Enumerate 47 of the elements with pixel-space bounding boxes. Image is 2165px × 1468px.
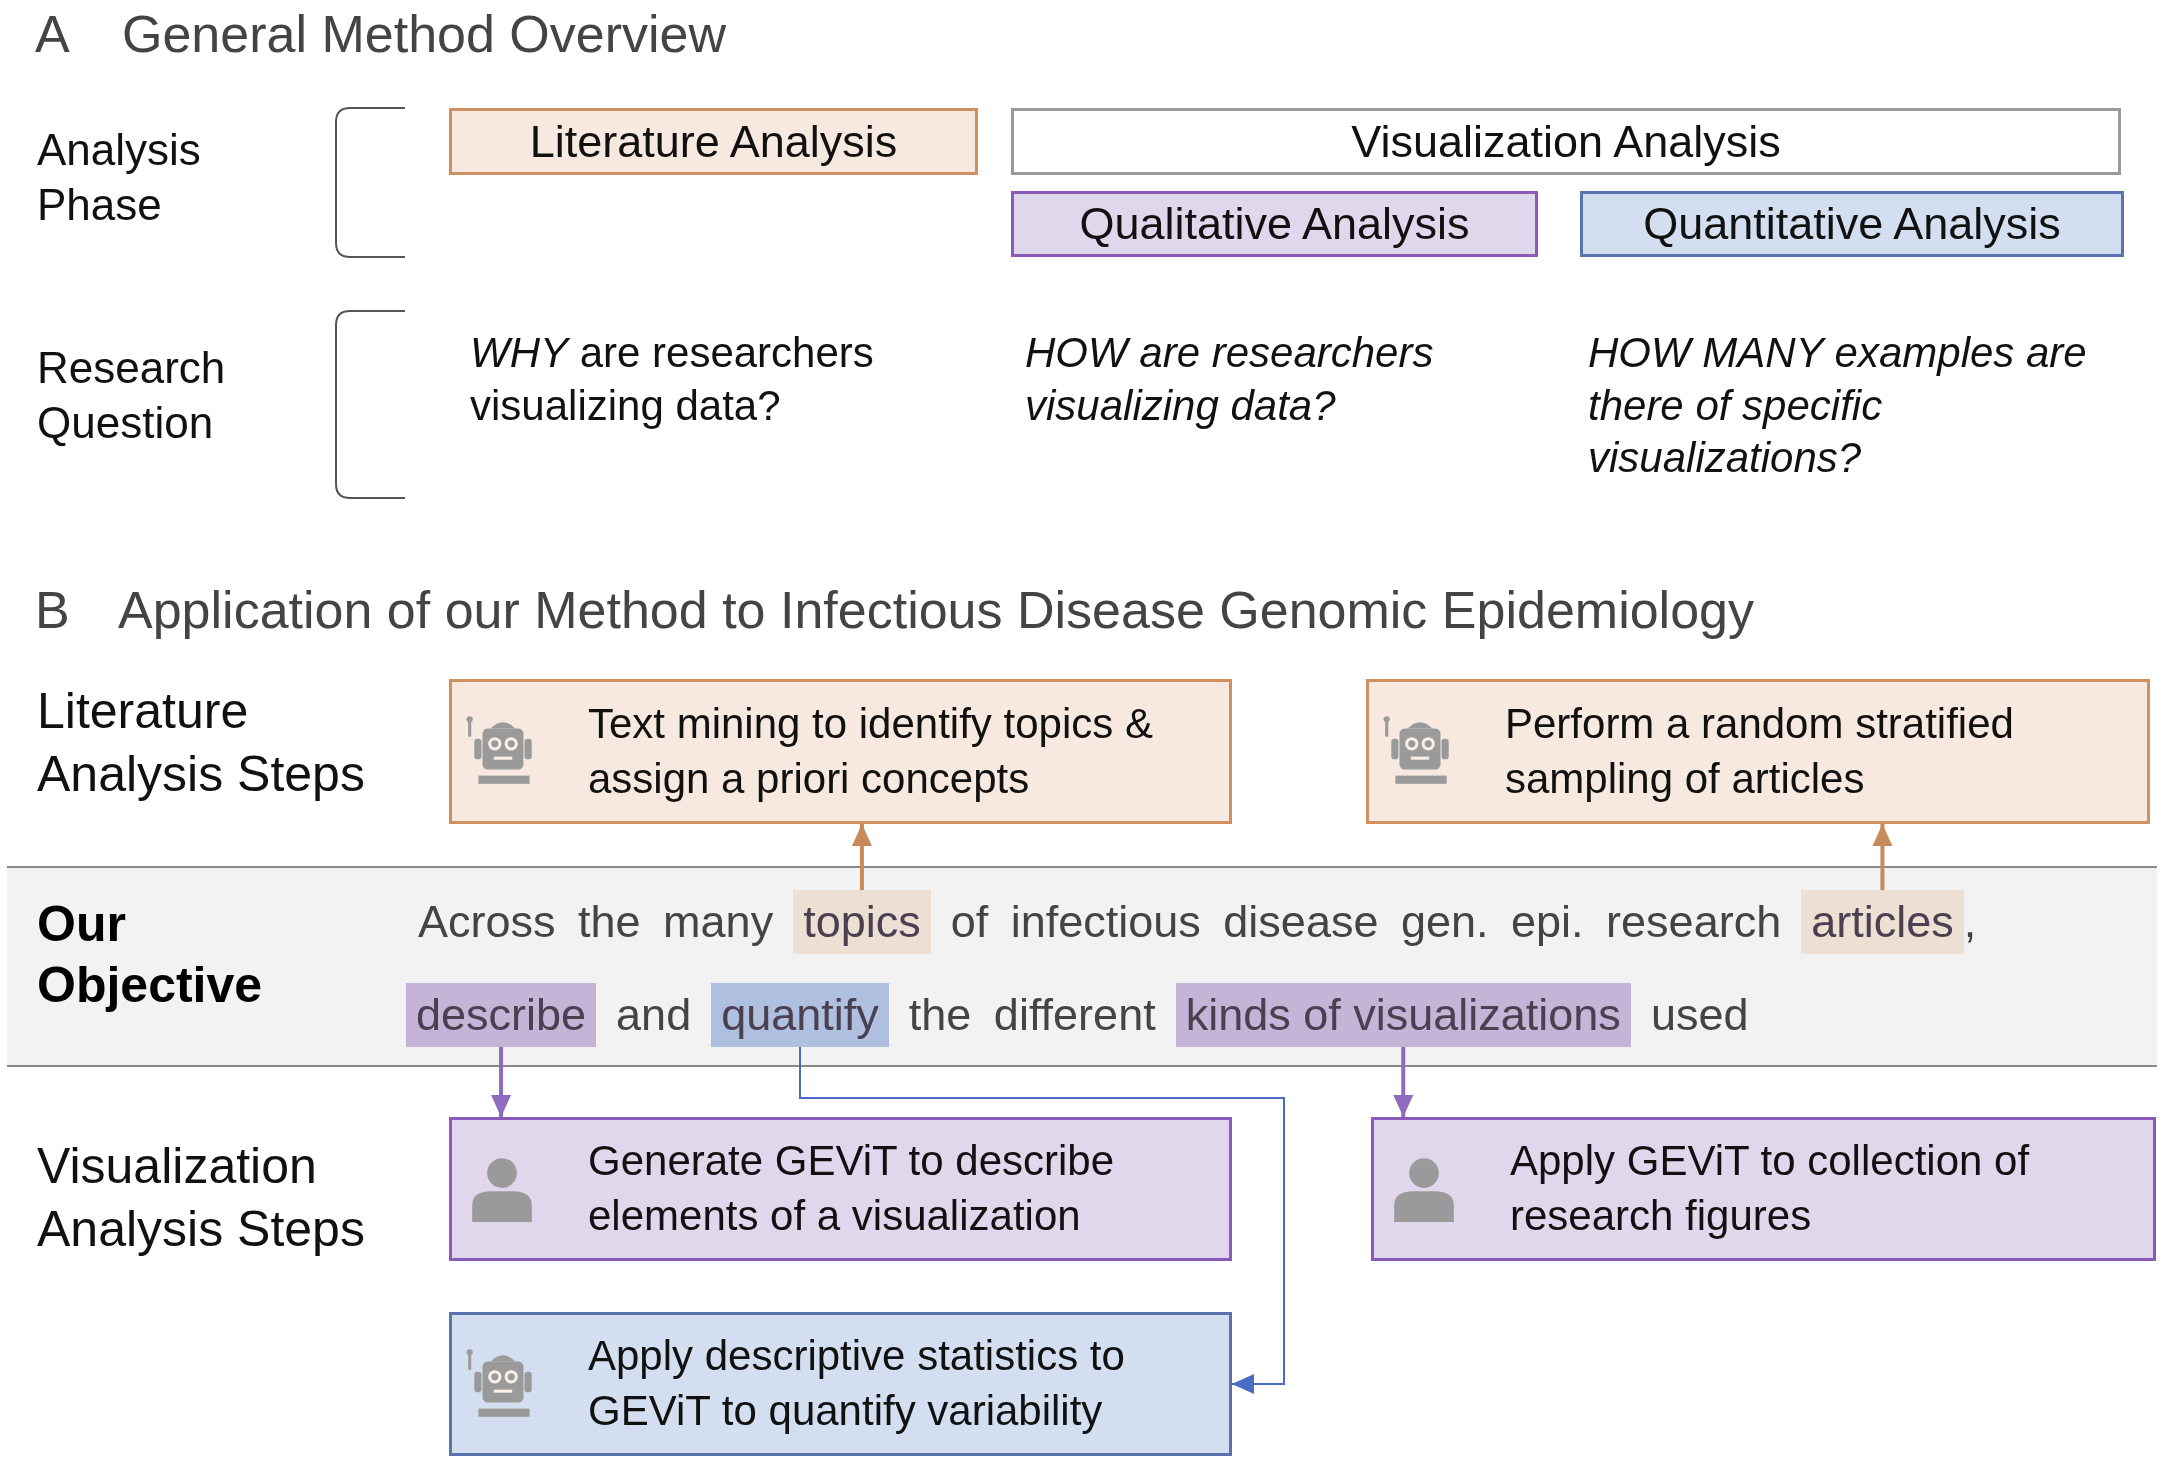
row-label: Research Question bbox=[37, 342, 227, 449]
highlighted-word: describe bbox=[406, 983, 597, 1047]
objective-text: and bbox=[616, 989, 692, 1041]
row-label: Visualization Analysis Steps bbox=[37, 1137, 366, 1259]
section-heading: General Method Overview bbox=[122, 4, 728, 65]
highlighted-word: topics bbox=[793, 890, 931, 954]
step-text: Apply GEViT to collection of research figures bbox=[1510, 1136, 2031, 1241]
arrow bbox=[491, 1047, 512, 1117]
step-box bbox=[1366, 679, 2150, 824]
objective-band bbox=[7, 866, 2157, 1067]
arrow bbox=[1393, 1047, 1414, 1117]
step-box bbox=[1371, 1117, 2156, 1261]
step-text: Perform a random stratified sampling of articles bbox=[1505, 698, 2015, 804]
section-heading: A bbox=[35, 4, 71, 65]
research-question: HOW are researchers visualizing data? bbox=[1025, 328, 1435, 431]
arrow bbox=[851, 824, 872, 890]
box-label: Qualitative Analysis bbox=[1079, 198, 1470, 250]
arrow bbox=[799, 1046, 1285, 1394]
highlighted-word: quantify bbox=[711, 983, 889, 1047]
box-label: Literature Analysis bbox=[529, 115, 898, 168]
phase-box bbox=[449, 108, 978, 175]
step-box bbox=[449, 1117, 1232, 1261]
objective-text: Across the many bbox=[418, 896, 774, 948]
step-box bbox=[449, 1312, 1232, 1456]
step-box bbox=[449, 679, 1232, 824]
section-label: Our Objective bbox=[37, 895, 264, 1015]
highlighted-word: articles bbox=[1801, 890, 1964, 954]
box-label: Visualization Analysis bbox=[1351, 115, 1781, 168]
phase-box bbox=[1011, 191, 1538, 257]
section-heading: Application of our Method to Infectious Disease Genomic Epidemiology bbox=[118, 580, 1755, 641]
phase-box bbox=[1580, 191, 2124, 257]
step-text: Text mining to identify topics & assign a priori concepts bbox=[588, 698, 1154, 804]
row-label: Literature Analysis Steps bbox=[37, 682, 366, 804]
section-heading: B bbox=[35, 580, 71, 641]
objective-text: used bbox=[1650, 989, 1749, 1041]
research-question: HOW MANY examples are there of specific visualizations? bbox=[1588, 328, 2088, 483]
row-label: Analysis Phase bbox=[37, 124, 202, 231]
objective-text: of infectious disease gen. epi. research bbox=[950, 896, 1782, 948]
objective-text: the different bbox=[908, 989, 1156, 1041]
objective-text: , bbox=[1963, 896, 1977, 948]
step-text: Apply descriptive statistics to GEViT to quantify variability bbox=[588, 1331, 1126, 1436]
step-text: Generate GEViT to describe elements of a visualization bbox=[588, 1136, 1116, 1241]
research-question: WHY are researchers visualizing data? bbox=[470, 328, 875, 431]
arrow bbox=[1872, 824, 1893, 890]
box-label: Quantitative Analysis bbox=[1643, 198, 2061, 250]
highlighted-word: kinds of visualizations bbox=[1175, 983, 1631, 1047]
phase-box bbox=[1011, 108, 2121, 175]
